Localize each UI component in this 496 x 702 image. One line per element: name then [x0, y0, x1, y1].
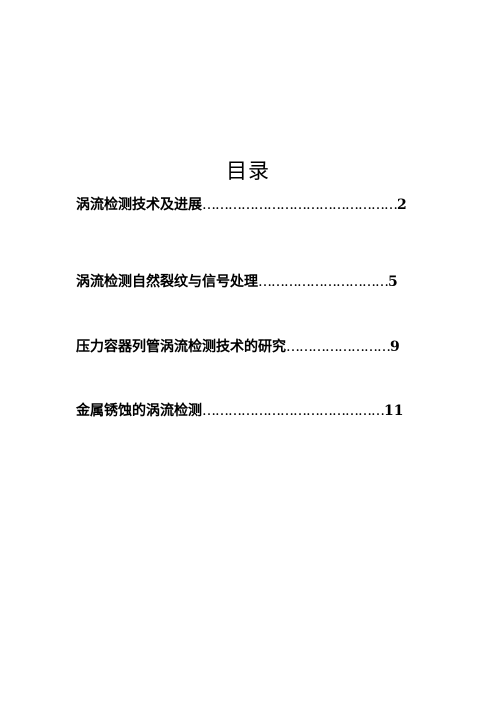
toc-leader: …………………………	[258, 274, 389, 290]
toc-leader: ……………………	[286, 339, 391, 355]
toc-entry-title: 涡流检测自然裂纹与信号处理	[76, 274, 258, 290]
toc-title: 目录	[226, 159, 270, 183]
toc-entry-3: 压力容器列管涡流检测技术的研究……………………9	[76, 338, 400, 356]
toc-entry-title: 涡流检测技术及进展	[76, 197, 202, 213]
toc-entry-title: 金属锈蚀的涡流检测	[76, 403, 202, 419]
toc-page-number: 2	[397, 197, 407, 213]
toc-entry-1: 涡流检测技术及进展………………………………………2	[76, 196, 407, 214]
toc-page-number: 9	[390, 339, 400, 355]
toc-leader: ………………………………………	[202, 197, 398, 213]
toc-entry-4: 金属锈蚀的涡流检测……………………………………11	[76, 402, 403, 420]
toc-page-number: 11	[384, 403, 404, 419]
toc-entry-2: 涡流检测自然裂纹与信号处理…………………………5	[76, 273, 398, 291]
toc-entry-title: 压力容器列管涡流检测技术的研究	[76, 339, 286, 355]
toc-page-number: 5	[388, 274, 398, 290]
toc-leader: ……………………………………	[202, 403, 385, 419]
